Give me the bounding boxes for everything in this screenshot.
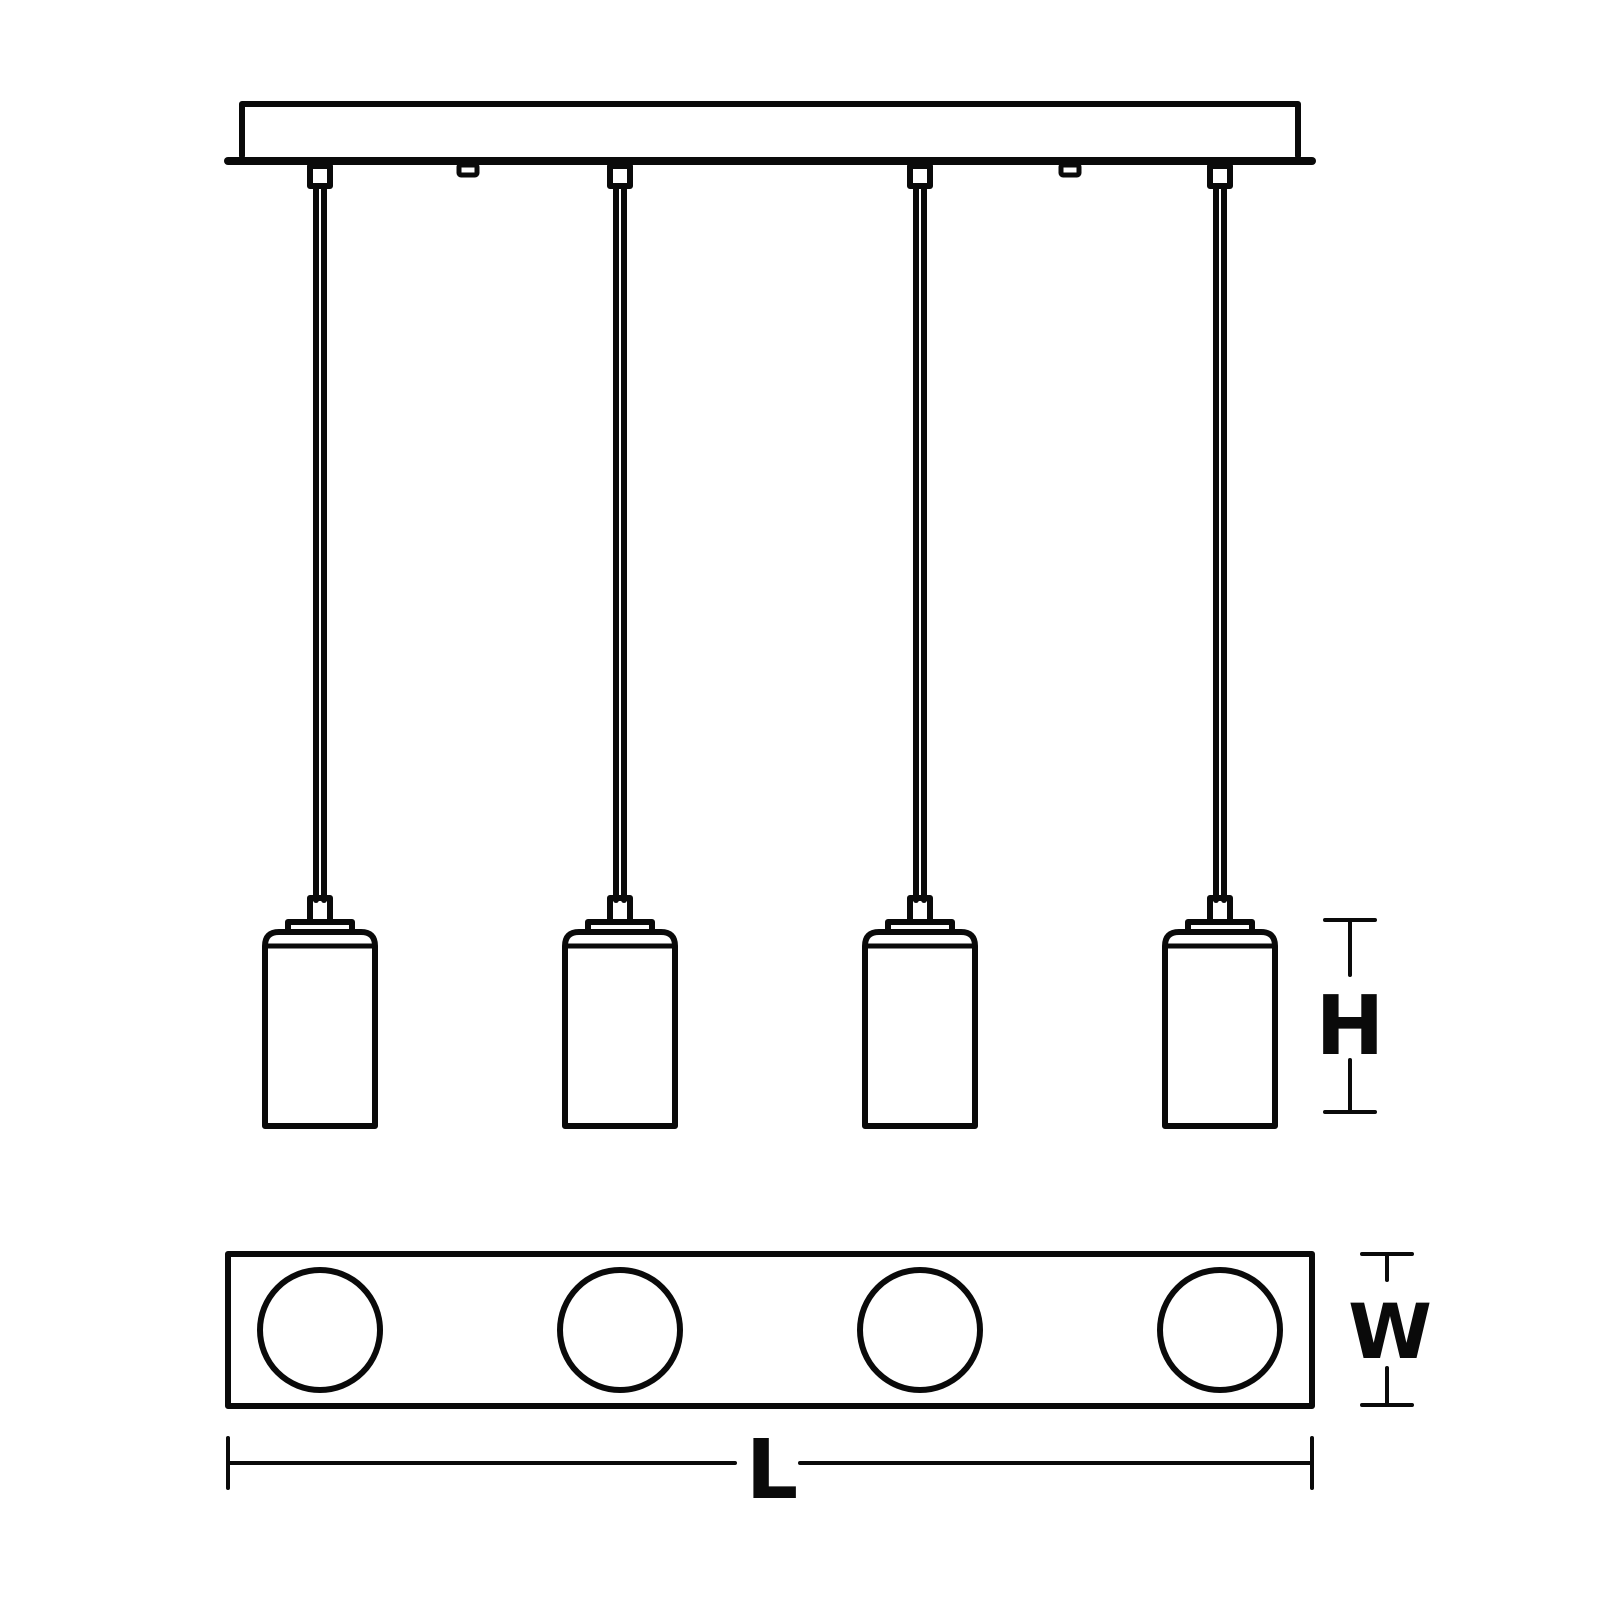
pendant-1 <box>262 163 378 1129</box>
pendant-2 <box>562 163 678 1129</box>
pendant-3 <box>862 163 978 1129</box>
pendant-4 <box>1162 163 1278 1129</box>
length-dimension: L <box>226 1423 1314 1518</box>
length-label: L <box>746 1423 798 1518</box>
mounting-screw-icon <box>1058 162 1082 178</box>
shade-3-outline <box>857 1267 983 1393</box>
shade-4-outline <box>1157 1267 1283 1393</box>
shade-2-outline <box>557 1267 683 1393</box>
width-label: W <box>1348 1287 1432 1376</box>
height-dimension: H <box>1316 918 1385 1114</box>
front-view: H <box>224 101 1385 1129</box>
top-view: W L <box>225 1251 1432 1518</box>
shade-1-outline <box>257 1267 383 1393</box>
mounting-screw-icon <box>456 162 480 178</box>
width-dimension: W <box>1348 1252 1432 1407</box>
canopy <box>224 101 1316 178</box>
canopy-plate <box>225 1251 1315 1409</box>
height-label: H <box>1316 979 1385 1074</box>
